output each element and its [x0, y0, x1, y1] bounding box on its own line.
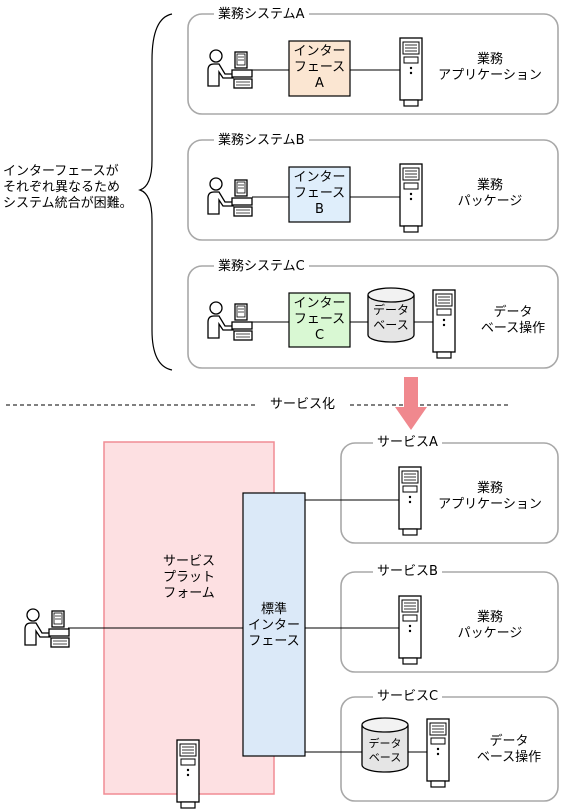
system-a-frame — [187, 13, 559, 115]
service-c-app-label: データ ベース操作 — [476, 734, 542, 765]
system-a-title: 業務システムA — [214, 6, 309, 23]
server-icon — [432, 289, 456, 359]
standard-interface-box — [242, 492, 306, 757]
service-b-frame — [340, 571, 559, 673]
system-c-title: 業務システムC — [214, 258, 309, 275]
divider-label: サービス化 — [266, 396, 340, 413]
app-label-b: 業務 パッケージ — [457, 178, 523, 209]
interface-c-box — [288, 292, 351, 348]
service-c-frame — [340, 696, 559, 802]
interface-b-box — [288, 166, 351, 223]
system-b-frame — [187, 139, 559, 241]
user-terminal-icon — [24, 608, 70, 648]
server-icon — [399, 37, 423, 107]
server-icon — [399, 163, 423, 233]
service-c-db-label: データ ベース — [368, 737, 402, 764]
user-terminal-icon — [207, 301, 253, 341]
server-icon — [398, 466, 422, 536]
platform-label: サービス プラット フォーム — [162, 554, 215, 601]
service-a-app-label: 業務 アプリケーション — [438, 481, 542, 512]
down-arrow-icon — [395, 377, 427, 430]
service-a-frame — [340, 442, 559, 544]
app-label-a: 業務 アプリケーション — [438, 52, 542, 83]
service-b-title: サービスB — [373, 563, 442, 580]
user-terminal-icon — [207, 177, 253, 217]
server-icon — [398, 595, 422, 665]
server-icon — [176, 739, 200, 809]
service-b-app-label: 業務 パッケージ — [457, 610, 523, 641]
note-text: インターフェースが それぞれ異なるため システム統合が困難。 — [3, 164, 133, 211]
interface-c-label: インター フェース C — [293, 296, 346, 343]
user-terminal-icon — [207, 49, 253, 89]
interface-a-box — [288, 40, 351, 97]
service-a-title: サービスA — [373, 434, 442, 451]
interface-b-label: インター フェース B — [293, 170, 346, 217]
service-c-title: サービスC — [373, 688, 443, 705]
system-b-title: 業務システムB — [214, 132, 309, 149]
database-label: データ ベース — [372, 303, 409, 332]
interface-a-label: インター フェース A — [293, 44, 346, 91]
server-icon — [426, 718, 450, 788]
brace — [138, 13, 173, 371]
system-c-frame — [187, 265, 559, 369]
app-label-c: データ ベース操作 — [480, 305, 546, 336]
standard-interface-label: 標準 インター フェース — [247, 602, 300, 649]
